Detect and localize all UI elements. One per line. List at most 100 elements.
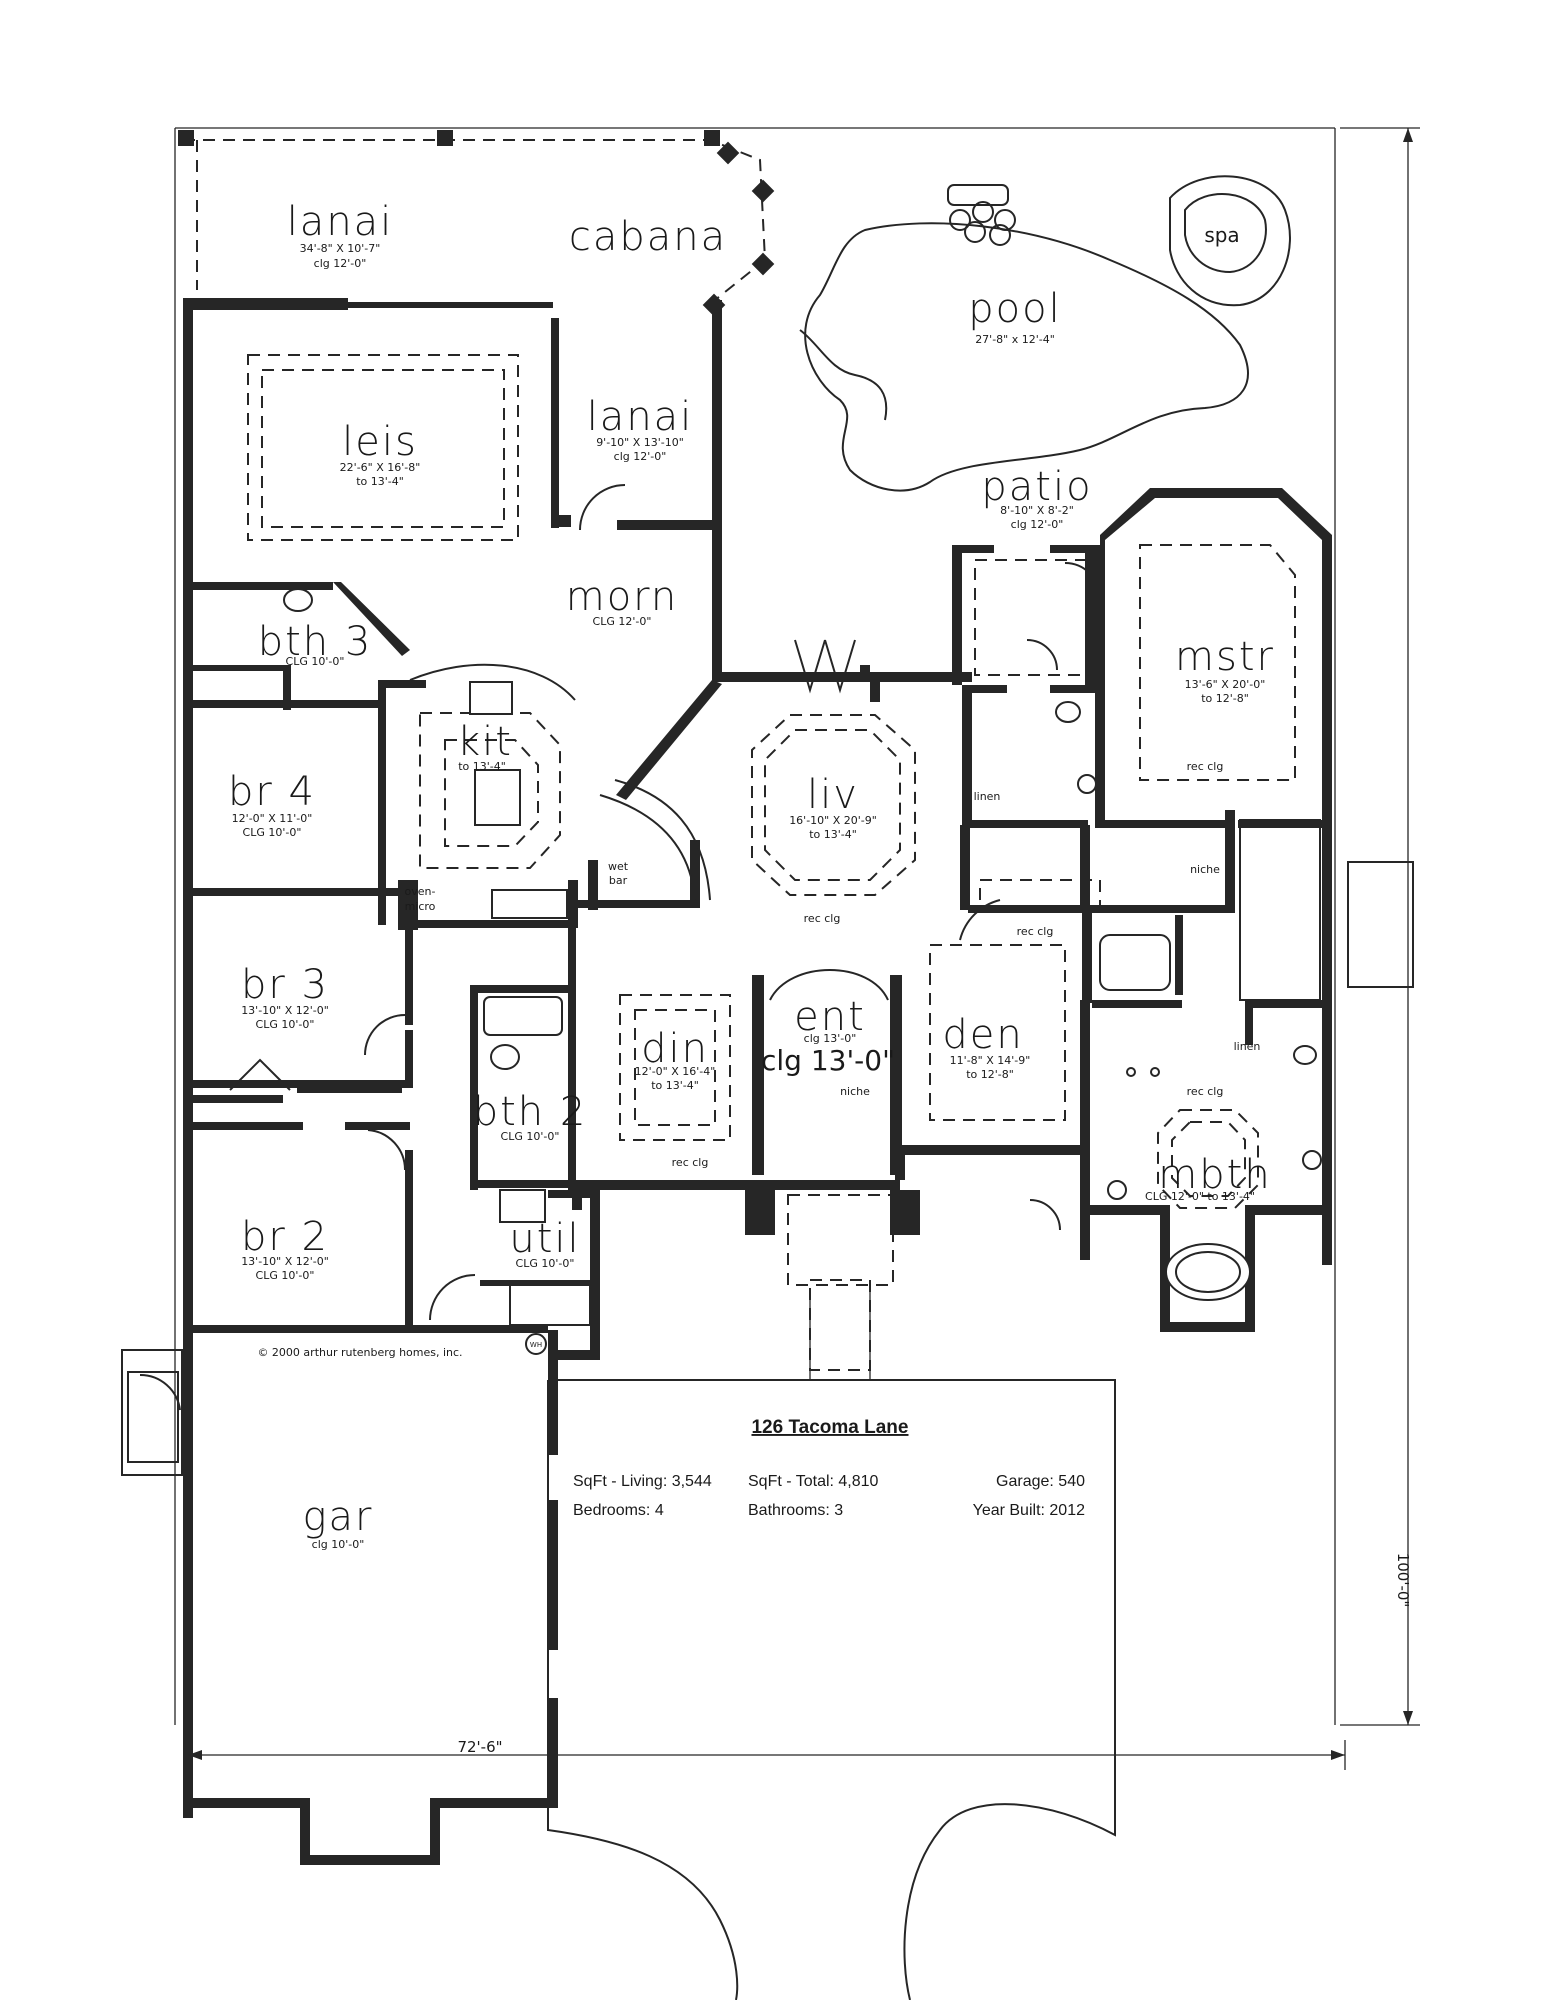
depth-dimension: 100'-0": [1394, 1553, 1412, 1608]
room-name: br 4: [228, 769, 316, 815]
room-ceiling: CLG 12'-0": [593, 615, 652, 628]
wetbar-line1: wet: [608, 860, 629, 873]
room-br2: br 2 13'-10" X 12'-0" CLG 10'-0": [241, 1214, 329, 1282]
room-ceiling: clg 13'-0": [804, 1032, 857, 1045]
garage-sqft: Garage: 540: [996, 1473, 1085, 1490]
room-pool: pool 27'-8" x 12'-4": [968, 286, 1059, 346]
dimension-lines: [187, 128, 1413, 1770]
room-name: util: [509, 1216, 580, 1262]
room-leis: leis 22'-6" X 16'-8" to 13'-4": [340, 419, 421, 488]
room-dims: 9'-10" X 13'-10": [596, 436, 684, 449]
spa: [1169, 175, 1291, 307]
room-dims: 11'-8" X 14'-9": [950, 1054, 1031, 1067]
room-wetbar: wet bar: [608, 860, 629, 887]
room-note: rec clg: [1187, 1085, 1224, 1098]
room-name: patio: [981, 464, 1092, 510]
room-name: lanai: [287, 199, 394, 245]
room-util: util CLG 10'-0": [509, 1216, 580, 1270]
room-ceiling: to 13'-4": [458, 760, 506, 773]
room-ceiling: clg 12'-0": [1011, 518, 1064, 531]
lot-lines: [174, 127, 1420, 1726]
room-ceiling: to 13'-4": [651, 1079, 699, 1092]
room-niche: niche: [840, 1085, 870, 1098]
room-morn: morn CLG 12'-0": [566, 574, 677, 628]
room-ceiling-large: clg 13'-0": [761, 1044, 895, 1077]
room-niche-master: niche: [1190, 863, 1220, 876]
room-name: lanai: [587, 394, 694, 440]
exterior-walls: [183, 298, 1332, 1865]
room-bth2: bth 2 CLG 10'-0": [473, 1089, 588, 1143]
room-ceiling: to 12'-8": [966, 1068, 1014, 1081]
room-patio: patio 8'-10" X 8'-2" clg 12'-0": [981, 464, 1092, 531]
room-dims: 27'-8" x 12'-4": [975, 333, 1055, 346]
room-name: ent: [794, 994, 866, 1040]
room-dims: 13'-10" X 12'-0": [241, 1004, 329, 1017]
room-name: leis: [342, 419, 418, 465]
room-ceiling: CLG 10'-0": [243, 826, 302, 839]
room-dims: 13'-6" X 20'-0": [1185, 678, 1266, 691]
room-note: rec clg: [804, 912, 841, 925]
year-built: Year Built: 2012: [973, 1502, 1085, 1519]
room-den: rec clg den 11'-8" X 14'-9" to 12'-8": [942, 925, 1053, 1081]
room-name: gar: [303, 1494, 374, 1540]
room-br3: br 3 13'-10" X 12'-0" CLG 10'-0": [241, 962, 329, 1031]
room-name: br 3: [241, 962, 329, 1008]
pool: [799, 184, 1249, 492]
sqft-living: SqFt - Living: 3,544: [573, 1473, 712, 1490]
room-dims: 12'-0" X 16'-4": [635, 1065, 716, 1078]
wetbar-line2: bar: [609, 874, 628, 887]
room-ceiling: CLG 10'-0": [516, 1257, 575, 1270]
room-ceiling: clg 12'-0": [314, 257, 367, 270]
room-ceiling: CLG 10'-0": [286, 655, 345, 668]
room-dims: 34'-8" X 10'-7": [300, 242, 381, 255]
room-lanai-top: lanai 34'-8" X 10'-7" clg 12'-0": [287, 199, 394, 270]
room-ent: ent clg 13'-0" clg 13'-0" niche: [761, 994, 895, 1098]
sqft-total: SqFt - Total: 4,810: [748, 1473, 879, 1490]
room-gar: gar clg 10'-0": [303, 1494, 374, 1551]
room-kit: kit to 13'-4": [457, 719, 513, 773]
room-name: den: [942, 1012, 1023, 1058]
oven-line1: oven-: [405, 885, 436, 898]
room-ceiling: to 13'-4": [809, 828, 857, 841]
room-spa: spa: [1204, 223, 1239, 247]
fixtures: [121, 588, 1414, 1476]
room-dims: 8'-10" X 8'-2": [1000, 504, 1074, 517]
room-bth3: bth 3 CLG 10'-0": [258, 619, 373, 668]
room-liv: liv 16'-10" X 20'-9" to 13'-4" rec clg: [789, 772, 877, 925]
room-name: kit: [457, 719, 513, 765]
driveway: [547, 1290, 1116, 2000]
room-name: bth 3: [258, 619, 373, 665]
property-info: 126 Tacoma Lane SqFt - Living: 3,544 SqF…: [573, 1417, 1085, 1519]
room-name: bth 2: [473, 1089, 588, 1135]
room-ceiling: to 12'-8": [1201, 692, 1249, 705]
room-dims: 13'-10" X 12'-0": [241, 1255, 329, 1268]
oven-line2: micro: [405, 900, 436, 913]
room-mbth: rec clg mbth CLG 12'-0" to 13'-4": [1145, 1085, 1270, 1203]
width-dimension: 72'-6": [457, 1738, 502, 1756]
room-dims: 12'-0" X 11'-0": [232, 812, 313, 825]
room-dims: 16'-10" X 20'-9": [789, 814, 877, 827]
room-ceiling: CLG 10'-0": [501, 1130, 560, 1143]
room-labels: lanai 34'-8" X 10'-7" clg 12'-0" cabana …: [228, 199, 1275, 1551]
room-oven: oven- micro: [405, 885, 436, 913]
room-ceiling: CLG 10'-0": [256, 1018, 315, 1031]
room-name: mstr: [1175, 634, 1275, 680]
room-lanai-mid: lanai 9'-10" X 13'-10" clg 12'-0": [587, 394, 694, 463]
room-name: br 2: [241, 1214, 329, 1260]
room-note: rec clg: [1187, 760, 1224, 773]
room-dims: 22'-6" X 16'-8": [340, 461, 421, 474]
bedrooms-count: Bedrooms: 4: [573, 1502, 664, 1519]
room-ceiling: clg 12'-0": [614, 450, 667, 463]
room-linen-1: linen: [974, 790, 1001, 803]
room-name: din: [641, 1026, 709, 1072]
ceiling-outlines: [247, 354, 1296, 1371]
doors: [139, 484, 1101, 1411]
property-title: 126 Tacoma Lane: [751, 1417, 908, 1438]
room-ceiling: CLG 12'-0" to 13'-4": [1145, 1190, 1255, 1203]
water-heater-label: WH: [530, 1341, 542, 1349]
room-ceiling: CLG 10'-0": [256, 1269, 315, 1282]
room-note: rec clg: [672, 1156, 709, 1169]
room-cabana: cabana: [569, 214, 727, 260]
copyright-text: © 2000 arthur rutenberg homes, inc.: [257, 1346, 462, 1359]
